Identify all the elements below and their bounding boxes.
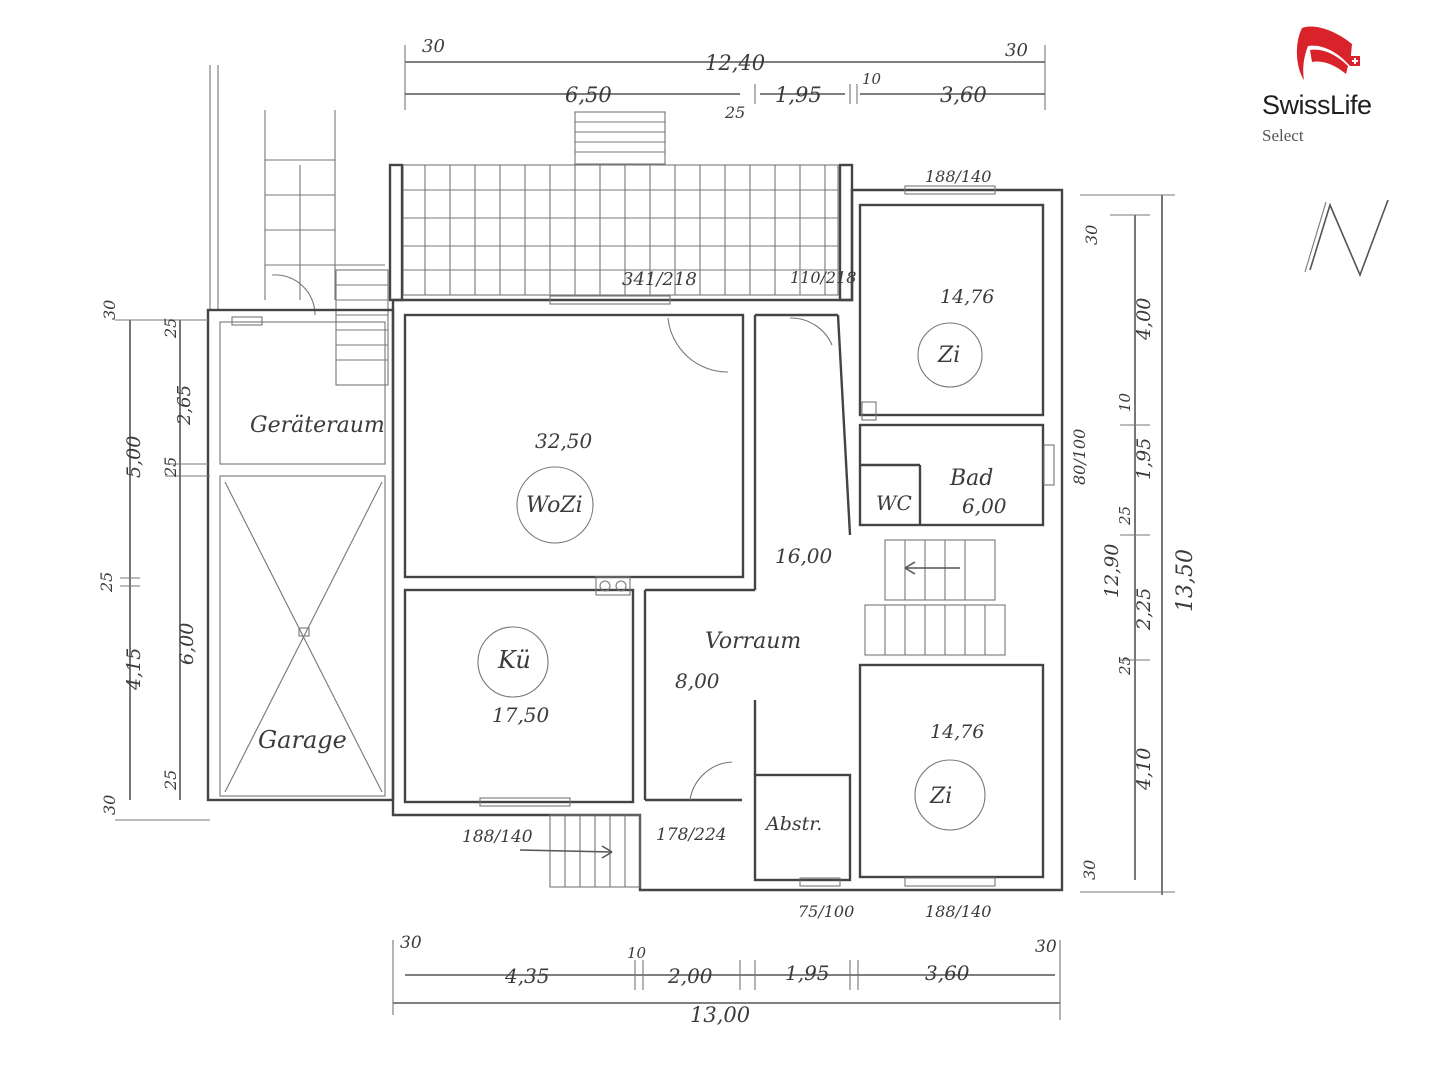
dim-right-seg3: 2,25 — [1133, 588, 1155, 631]
garage-cross — [224, 481, 383, 793]
dim-bottom-seg1: 4,35 — [504, 964, 550, 988]
room-zi-top-area: 14,76 — [940, 286, 994, 308]
dim-left-wall2: 25 — [161, 457, 180, 478]
dim-right-seg2: 1,95 — [1133, 438, 1155, 480]
dim-right-wall2: 25 — [1116, 656, 1134, 676]
room-zi-bottom-area: 14,76 — [930, 721, 984, 743]
dim-top-gap: 10 — [862, 70, 882, 88]
room-kue: Kü — [497, 646, 531, 674]
dim-bottom-seg2: 2,00 — [667, 964, 713, 988]
dim-right-seg4: 4,10 — [1133, 748, 1155, 791]
opening-top-door: 110/218 — [790, 268, 856, 287]
opening-bottom-right-window: 188/140 — [925, 902, 991, 921]
dim-bottom-outer-left: 30 — [400, 933, 422, 953]
dim-top-outer-right: 30 — [1005, 40, 1028, 61]
bottom-dimensions — [392, 940, 1061, 1020]
brand-name: SwissLife — [1262, 90, 1372, 120]
opening-top-right-window: 188/140 — [925, 167, 991, 186]
dim-bottom-seg3: 1,95 — [785, 961, 830, 985]
dim-left-wall1: 25 — [161, 318, 180, 339]
dim-left-seg3: 4,15 — [123, 648, 145, 691]
dim-bottom-total: 13,00 — [690, 1003, 750, 1027]
dim-left-wall-mid: 25 — [97, 572, 116, 593]
dim-left-seg1: 2,65 — [174, 385, 195, 426]
room-kue-area: 17,50 — [492, 703, 550, 727]
opening-top-window: 341/218 — [622, 269, 697, 290]
opening-abstr-window: 75/100 — [798, 902, 854, 921]
dim-bottom-seg4: 3,60 — [925, 961, 970, 985]
dim-right-gap1: 10 — [1116, 392, 1134, 412]
room-bad: Bad — [949, 466, 993, 491]
opening-bottom-left-window: 188/140 — [462, 827, 533, 847]
side-path — [209, 65, 389, 386]
room-vorraum: Vorraum — [705, 629, 801, 654]
right-dimensions — [1080, 194, 1175, 895]
room-bad-area: 6,00 — [962, 494, 1007, 518]
dim-left-bottom: 30 — [100, 795, 119, 815]
interior-walls — [403, 203, 1045, 882]
dim-right-top: 30 — [1082, 225, 1101, 245]
dim-top-seg2: 1,95 — [775, 83, 822, 107]
entry-stair — [519, 814, 641, 888]
room-circles — [477, 322, 986, 831]
interior-stair — [864, 539, 1006, 656]
swisslife-logo — [1250, 22, 1420, 152]
room-zi-top: Zi — [937, 343, 960, 368]
room-wozi: WoZi — [526, 493, 583, 518]
opening-bad-window: 80/100 — [1070, 429, 1089, 485]
left-dimensions — [115, 319, 210, 821]
dim-top-total: 12,40 — [705, 51, 765, 75]
dim-top-small: 25 — [724, 103, 745, 122]
room-vorraum-area: 8,00 — [675, 669, 720, 693]
dim-right-wall1: 25 — [1116, 506, 1134, 526]
dim-right-seg1: 4,00 — [1133, 298, 1155, 341]
room-zi-bottom: Zi — [929, 784, 952, 809]
top-dimensions — [404, 45, 1046, 110]
room-wc: WC — [876, 491, 912, 515]
swisslife-flag-icon — [1296, 26, 1360, 80]
brand-subtitle: Select — [1262, 126, 1304, 145]
room-geraeteraum: Geräteraum — [250, 413, 385, 438]
exterior-walls — [206, 188, 1064, 892]
room-abstr: Abstr. — [764, 813, 822, 835]
dim-top-outer-left: 30 — [422, 36, 445, 57]
dim-top-seg3: 3,60 — [940, 83, 987, 107]
dim-left-wall3: 25 — [161, 770, 180, 791]
dim-left-seg2: 6,00 — [176, 623, 198, 665]
dim-right-total-inner: 12,90 — [1101, 544, 1123, 598]
door-swings — [667, 317, 833, 801]
window-markers — [231, 185, 1055, 887]
dim-right-total: 13,50 — [1173, 549, 1198, 612]
dim-bottom-outer-right: 30 — [1035, 937, 1057, 957]
dim-left-total1: 5,00 — [123, 436, 145, 478]
dim-bottom-gap: 10 — [627, 944, 647, 962]
terrace-grid — [388, 163, 854, 302]
north-arrow-icon — [1304, 199, 1389, 278]
terrace-stair — [574, 111, 666, 165]
room-flur-area: 16,00 — [775, 544, 833, 568]
opening-entry-door: 178/224 — [656, 825, 727, 845]
room-garage: Garage — [258, 726, 347, 754]
room-wozi-area: 32,50 — [535, 429, 593, 453]
dim-right-bottom: 30 — [1080, 860, 1099, 880]
dim-left-top: 30 — [100, 300, 119, 320]
dim-top-seg1: 6,50 — [565, 83, 612, 107]
